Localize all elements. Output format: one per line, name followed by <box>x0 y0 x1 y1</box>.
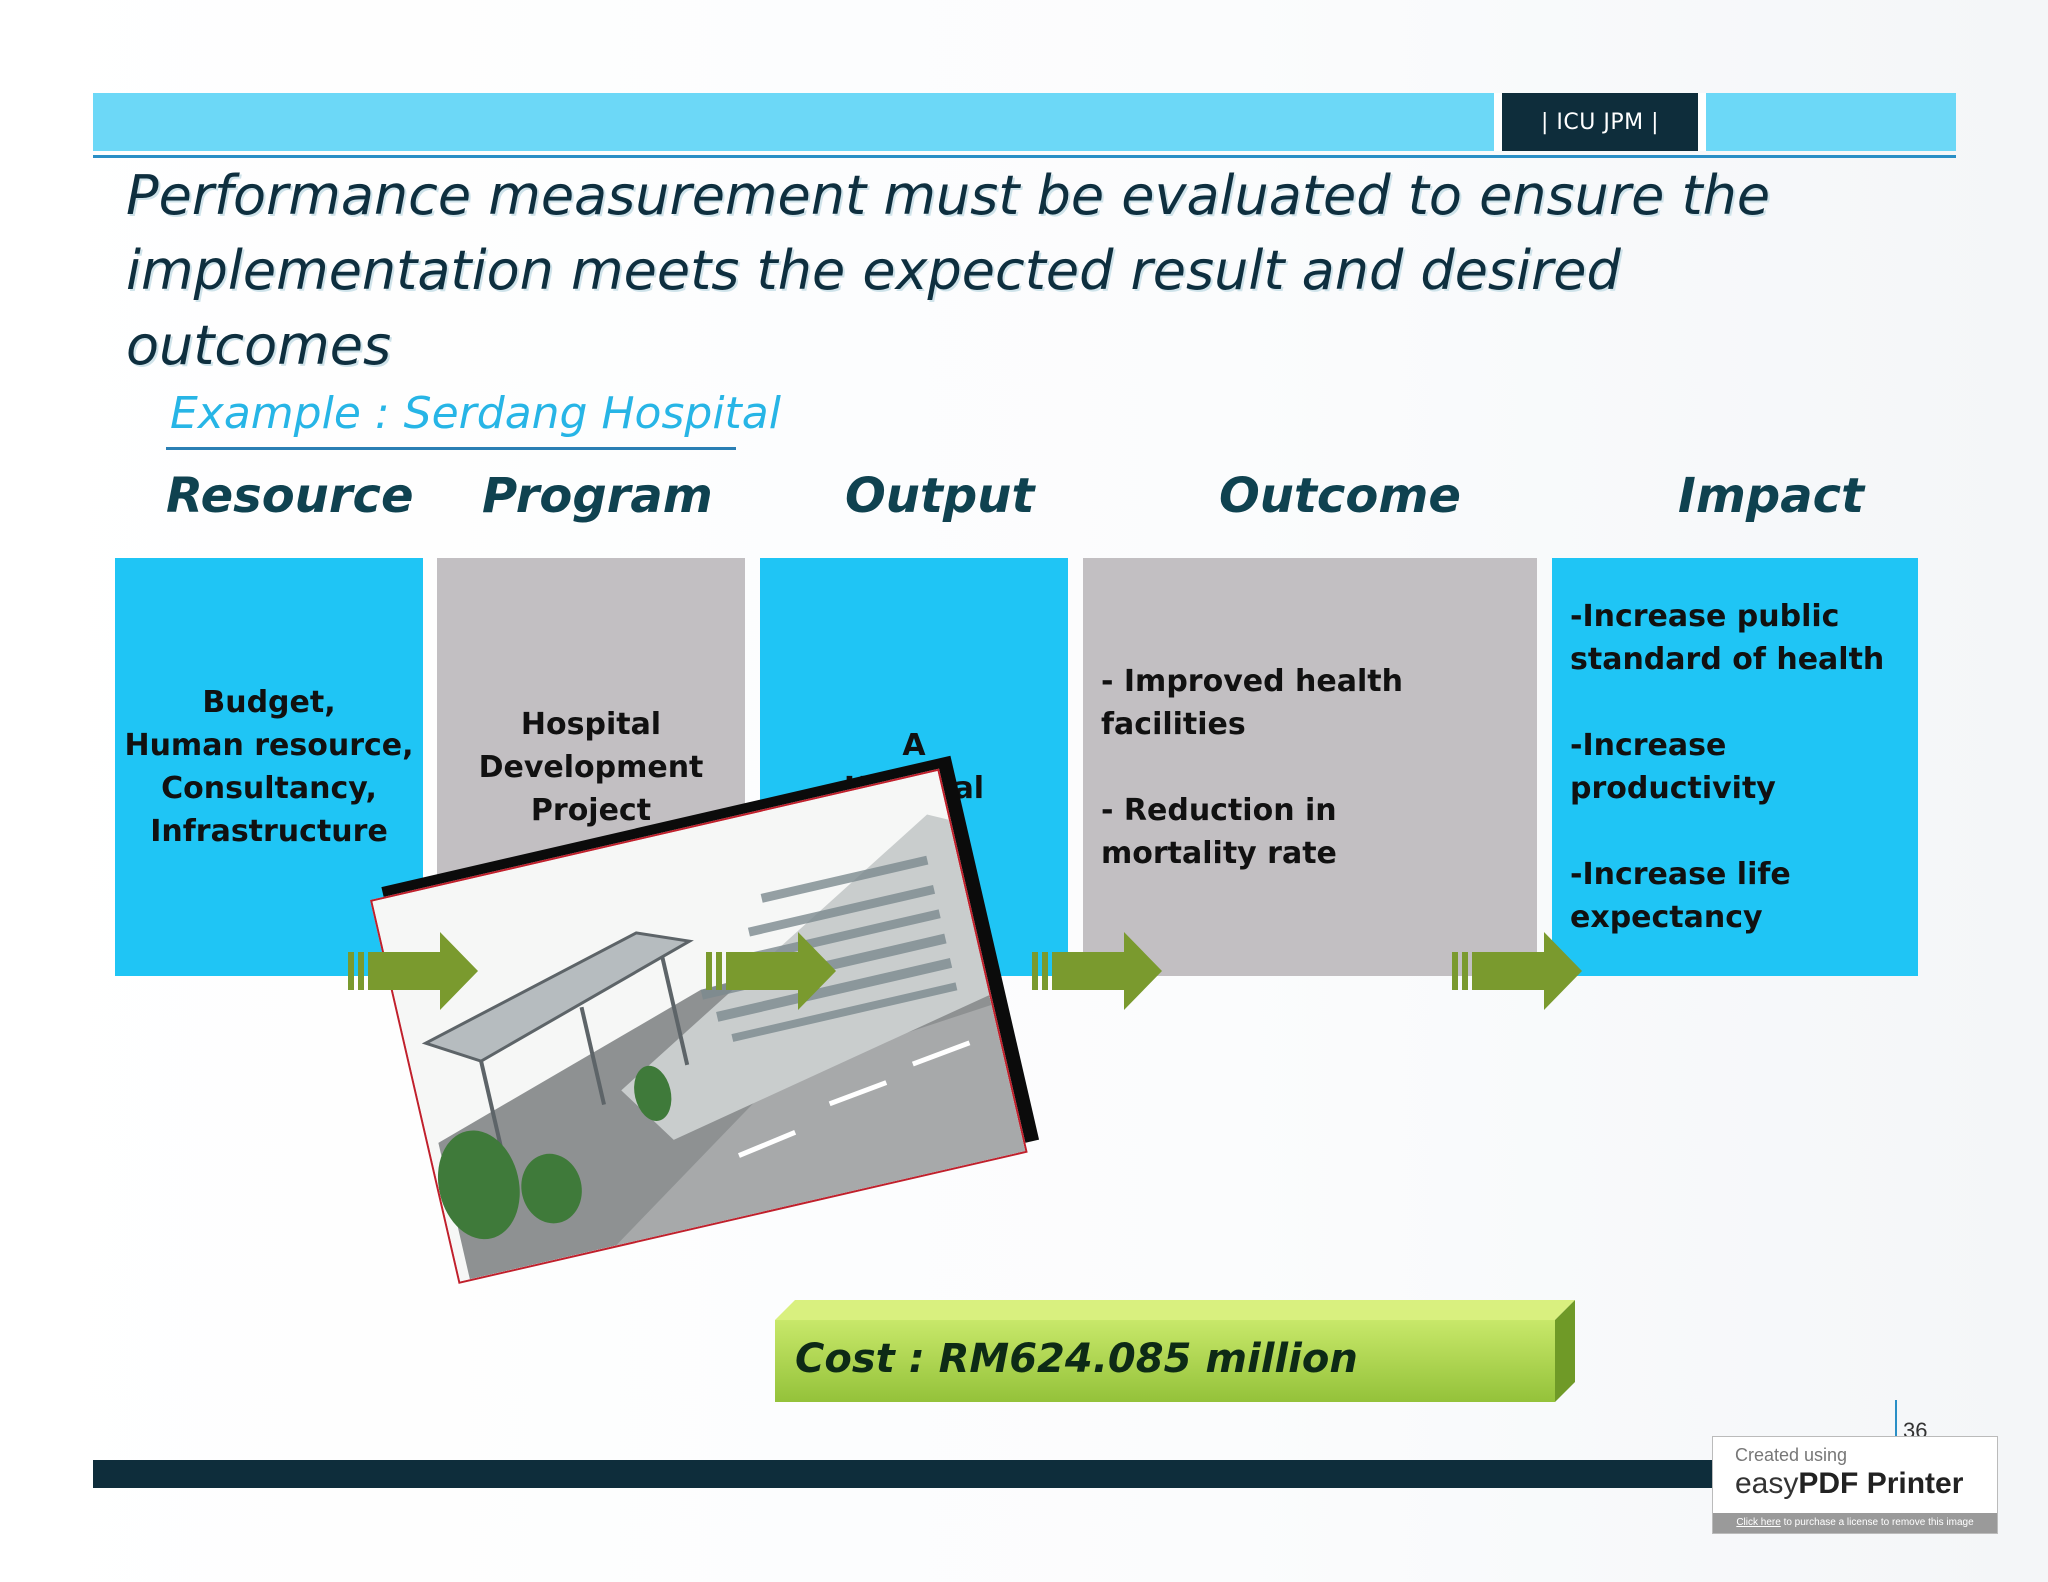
box-outcome: - Improved health facilities - Reduction… <box>1083 558 1537 976</box>
watermark-created-using: Created using <box>1735 1445 1848 1465</box>
header-divider <box>1698 93 1706 151</box>
example-underline <box>166 447 736 450</box>
watermark-brand-bold: PDF Printer <box>1798 1467 1964 1500</box>
header-badge: | ICU JPM | <box>1502 93 1698 151</box>
flow-arrow-4 <box>1452 932 1582 1010</box>
box-resource-text: Budget, Human resource, Consultancy, Inf… <box>124 685 414 849</box>
box-outcome-text: - Improved health facilities - Reduction… <box>1101 663 1403 871</box>
box-impact-text: -Increase public standard of health -Inc… <box>1570 599 1885 935</box>
flow-arrow-2 <box>706 932 836 1010</box>
hospital-photo-illustration <box>372 771 1026 1282</box>
page-number: 36 <box>1903 1418 1928 1436</box>
watermark-brand: easyPDF Printer <box>1735 1467 1963 1501</box>
cost-bar <box>775 1300 1575 1402</box>
heading-outcome: Outcome <box>1219 468 1461 524</box>
header-divider <box>1494 93 1502 151</box>
heading-output: Output <box>845 468 1035 524</box>
box-impact: -Increase public standard of health -Inc… <box>1552 558 1918 976</box>
slide-title-line-2: implementation meets the expected result… <box>126 239 1621 377</box>
watermark-license-text: to purchase a license to remove this ima… <box>1783 1517 1974 1528</box>
cost-label: Cost : RM624.085 million <box>795 1336 1358 1382</box>
header-rule <box>93 155 1956 158</box>
pdf-watermark[interactable]: Created using easyPDF Printer Click here… <box>1712 1436 1998 1534</box>
heading-program: Program <box>482 468 713 524</box>
heading-resource: Resource <box>166 468 414 524</box>
page-number-tick <box>1895 1400 1897 1438</box>
flow-arrow-3 <box>1032 932 1162 1010</box>
slide-title: Performance measurement must be evaluate… <box>126 158 1846 383</box>
footer-bar <box>93 1460 1793 1488</box>
watermark-click-here-link[interactable]: Click here <box>1736 1517 1781 1528</box>
watermark-brand-prefix: easy <box>1735 1467 1799 1500</box>
watermark-license-strip[interactable]: Click here to purchase a license to remo… <box>1713 1513 1997 1533</box>
example-label: Example : Serdang Hospital <box>170 388 781 439</box>
heading-impact: Impact <box>1678 468 1865 524</box>
flow-arrow-1 <box>348 932 478 1010</box>
hospital-photo <box>370 768 1028 1284</box>
slide-title-line-1: Performance measurement must be evaluate… <box>126 164 1771 227</box>
box-program-text: Hospital Development Project <box>478 706 704 828</box>
